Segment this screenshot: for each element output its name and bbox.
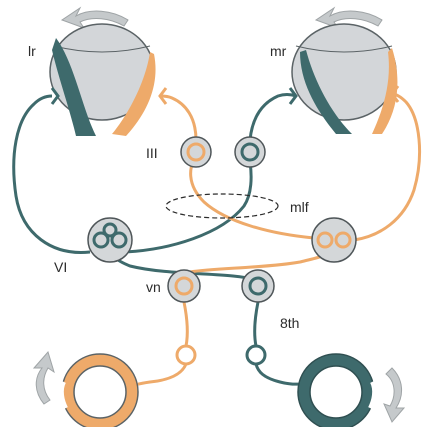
label-vn: vn	[146, 279, 161, 295]
ganglion-cell-right	[245, 344, 267, 366]
teal-pathway-vi-to-lr	[12, 94, 91, 254]
teal-pathway-vi-to-mr-via-mlf	[123, 161, 253, 254]
iii-nucleus-left	[180, 136, 212, 168]
label-iii: III	[146, 145, 158, 161]
left-semicircular-canal	[59, 353, 139, 427]
vi-nucleus-right	[311, 217, 357, 263]
orange-pathway-iii-left-to-eye	[159, 94, 198, 141]
right-eye-rotation-arrow-icon	[314, 6, 383, 29]
mr-left-terminal-icon	[158, 87, 168, 105]
lr-terminal-icon	[50, 87, 60, 105]
ganglion-cell-left	[175, 344, 197, 366]
left-eye-rotation-arrow-icon	[60, 6, 129, 29]
orange-pathway-vn-left-to-ganglion	[182, 301, 189, 347]
orange-pathway-vi-right-to-lr	[353, 92, 422, 242]
teal-pathway-vn-right-to-ganglion	[253, 301, 260, 347]
label-mlf: mlf	[290, 199, 309, 215]
vestibular-nucleus-left	[167, 269, 201, 303]
right-canal-rotation-arrow-icon	[383, 367, 406, 423]
left-canal-rotation-arrow-icon	[32, 350, 55, 405]
left-eye	[49, 23, 156, 136]
vestibular-nucleus-right	[241, 269, 275, 303]
label-8th: 8th	[280, 315, 299, 331]
vi-nucleus-left	[87, 217, 133, 263]
right-eye	[291, 23, 398, 134]
label-mr: mr	[270, 43, 287, 59]
label-lr: lr	[28, 43, 36, 59]
iii-nucleus-right	[234, 136, 266, 168]
teal-pathway-iii-right-to-mr	[248, 93, 297, 141]
orange-pathway-iii-left-to-mr	[189, 150, 315, 240]
lr-right-terminal-icon	[390, 85, 400, 103]
mr-right-terminal-icon	[288, 87, 298, 105]
mlf-ellipse	[165, 193, 279, 219]
orange-pathway-vn-left-to-vi-right	[189, 250, 332, 274]
right-semicircular-canal	[297, 353, 377, 427]
label-vi: VI	[54, 259, 67, 275]
